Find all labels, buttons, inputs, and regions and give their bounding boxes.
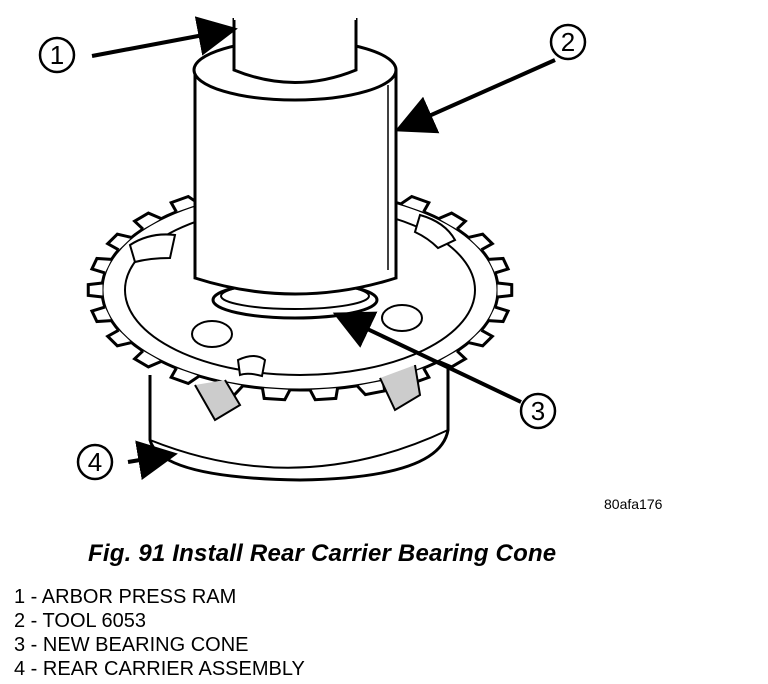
- callout-3-number: 3: [531, 396, 545, 426]
- gear-tooth: [132, 211, 162, 231]
- legend-separator: -: [25, 586, 42, 608]
- gear-tooth: [105, 232, 132, 252]
- figure-id: 80afa176: [604, 496, 663, 512]
- gear-tooth: [308, 387, 340, 402]
- gear-tooth: [105, 328, 132, 348]
- gear-tooth: [399, 194, 432, 213]
- legend-number: 1: [14, 586, 26, 608]
- callout-2-arrow: [394, 58, 556, 134]
- legend-separator: -: [25, 634, 43, 656]
- legend-separator: -: [25, 658, 43, 680]
- gear-tooth: [488, 305, 511, 324]
- gear-tooth: [468, 232, 495, 252]
- gear-tooth: [468, 328, 495, 348]
- gear-tooth: [86, 281, 103, 299]
- gear-tooth: [438, 211, 468, 231]
- callout-4-number: 4: [88, 447, 102, 477]
- legend-number: 2: [14, 610, 26, 632]
- gear-tooth: [132, 349, 162, 369]
- callout-1: 1: [38, 16, 238, 74]
- callout-2: 2: [394, 23, 587, 134]
- legend-item-2: 2 - TOOL 6053: [14, 609, 305, 633]
- callout-1-number: 1: [50, 40, 64, 70]
- gear-tooth: [260, 387, 292, 402]
- gear-tooth: [89, 256, 112, 275]
- legend-separator: -: [25, 610, 43, 632]
- callout-4: 4: [76, 440, 178, 481]
- arbor-press-ram: [232, 16, 358, 84]
- legend-label: NEW BEARING CONE: [42, 634, 249, 656]
- callout-4-arrow: [127, 440, 178, 480]
- gear-tooth: [168, 367, 201, 386]
- gear-tooth: [497, 281, 514, 299]
- legend-list: 1 - ARBOR PRESS RAM 2 - TOOL 6053 3 - NE…: [14, 585, 305, 681]
- legend-item-3: 3 - NEW BEARING CONE: [14, 633, 305, 657]
- legend-item-1: 1 - ARBOR PRESS RAM: [14, 585, 305, 609]
- callout-1-arrow: [91, 16, 238, 58]
- legend-number: 4: [14, 658, 26, 680]
- legend-item-4: 4 - REAR CARRIER ASSEMBLY: [14, 657, 305, 681]
- gear-tooth: [488, 256, 511, 275]
- bearing-install-illustration: 1 2 3 4: [38, 16, 587, 482]
- callout-3: 3: [332, 311, 557, 430]
- legend-label: ARBOR PRESS RAM: [41, 586, 237, 608]
- callout-2-number: 2: [561, 27, 575, 57]
- legend-number: 3: [14, 634, 26, 656]
- legend-label: TOOL 6053: [42, 610, 146, 632]
- legend-label: REAR CARRIER ASSEMBLY: [42, 658, 305, 680]
- gear-tooth: [89, 305, 112, 324]
- figure-caption: Fig. 91 Install Rear Carrier Bearing Con…: [88, 540, 557, 567]
- callout-3-arrow: [332, 311, 522, 404]
